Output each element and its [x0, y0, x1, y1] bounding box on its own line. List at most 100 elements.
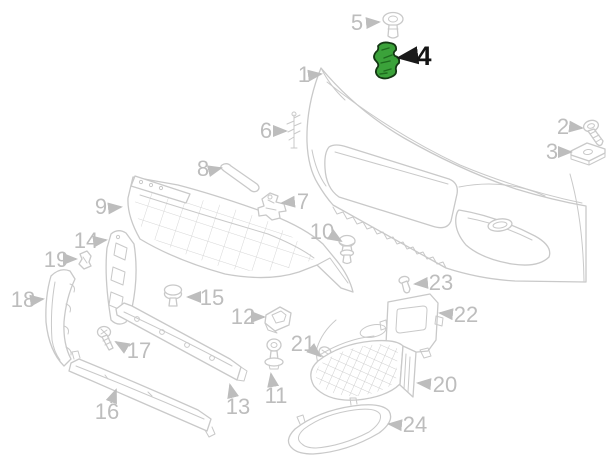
part-14-side-bracket[interactable] [105, 230, 137, 325]
tow-hook-cover [487, 218, 513, 232]
part-5-push-pin-clip[interactable] [382, 11, 404, 39]
part-7-sensor-bracket[interactable] [257, 192, 287, 221]
part-12-clip-plate[interactable] [264, 306, 292, 334]
callout-8-label[interactable]: 8 [197, 156, 209, 181]
part-2-screw[interactable] [582, 119, 604, 147]
callout-19-label[interactable]: 19 [44, 247, 68, 272]
arch-trim-inner [50, 281, 61, 361]
bracket-body [257, 192, 287, 221]
reinforcement-end-cap [236, 366, 248, 382]
valance-inner-line [75, 365, 205, 420]
callout-23-label[interactable]: 23 [429, 270, 453, 295]
part-10-bolt[interactable] [338, 234, 356, 265]
callout-14-label[interactable]: 14 [74, 228, 98, 253]
callout-13-label[interactable]: 13 [226, 394, 250, 419]
valance-tab-right [204, 426, 216, 438]
part-11-bolt[interactable] [264, 338, 284, 370]
callout-labels: 1 2 3 4 5 6 7 8 9 10 11 12 13 14 15 16 1… [11, 10, 569, 437]
part-6-clip[interactable] [286, 111, 302, 149]
callout-16-label[interactable]: 16 [95, 399, 119, 424]
flange-hole [138, 179, 144, 185]
bolt-head [338, 234, 356, 248]
callout-4-label-selected[interactable]: 4 [416, 41, 431, 71]
arrow-13 [227, 383, 239, 400]
bezel-tab [349, 397, 358, 406]
callout-15-label[interactable]: 15 [200, 285, 224, 310]
side-bracket-slot [113, 242, 128, 261]
callout-1-label[interactable]: 1 [298, 62, 310, 87]
part-1-bumper-cover[interactable] [306, 67, 587, 283]
grille-opening [324, 144, 458, 229]
callout-5-label[interactable]: 5 [351, 10, 363, 35]
valance-tab-left [71, 350, 81, 360]
arrow-11 [267, 372, 280, 388]
arrow-24 [387, 419, 403, 432]
pin-head [382, 11, 404, 27]
screw-head-inner [587, 123, 595, 129]
callout-3-label[interactable]: 3 [546, 139, 558, 164]
part-19-small-clip[interactable] [78, 250, 92, 270]
bracket-hole [267, 194, 273, 200]
callout-6-label[interactable]: 6 [260, 118, 272, 143]
pin-stem [168, 297, 178, 307]
arrow-9 [107, 202, 123, 215]
screw-shank [101, 334, 114, 351]
bolt-head-inner [270, 342, 278, 348]
callout-arrows [29, 17, 584, 432]
arrow-7 [280, 195, 296, 208]
callout-10-label[interactable]: 10 [310, 219, 334, 244]
arrow-4-selected [396, 46, 420, 65]
retainer-hole [583, 148, 593, 156]
highlighted-part-body [373, 41, 401, 80]
callout-18-label[interactable]: 18 [11, 287, 35, 312]
part-16-lower-valance[interactable] [68, 350, 216, 438]
clip-plate-body [264, 306, 292, 332]
part-9-undertray[interactable] [127, 175, 354, 293]
callout-24-label[interactable]: 24 [403, 412, 427, 437]
flange-hole [148, 182, 154, 188]
callout-2-label[interactable]: 2 [557, 114, 569, 139]
bolt-tip [268, 364, 280, 370]
part-15-push-pin[interactable] [163, 284, 183, 307]
part-24-fog-lamp-bezel[interactable] [287, 397, 392, 455]
callout-9-label[interactable]: 9 [95, 194, 107, 219]
clip-stem [290, 114, 298, 149]
part-3-retainer-clip[interactable] [570, 142, 606, 166]
part-4-selected-bracket-clip[interactable] [373, 41, 401, 80]
hood-crease-line [326, 81, 583, 204]
callout-12-label[interactable]: 12 [231, 304, 255, 329]
mesh-grille-mesh [315, 344, 398, 397]
undertray-inner-contour [139, 194, 349, 284]
part-20-fog-grille-mesh[interactable] [310, 335, 417, 401]
callout-17-label[interactable]: 17 [127, 338, 151, 363]
bezel-outer [287, 404, 392, 455]
clip-plate-inner [271, 310, 287, 324]
part-23-clip-pin[interactable] [398, 275, 411, 294]
arrow-2 [568, 120, 584, 133]
arrow-16 [105, 388, 117, 405]
arrow-21 [306, 342, 322, 358]
lower-grille-serration [332, 206, 447, 269]
callout-11-label[interactable]: 11 [265, 383, 288, 408]
screw-threads [589, 130, 602, 143]
callout-21-label[interactable]: 21 [291, 331, 315, 356]
pin-stem [387, 24, 399, 39]
arrow-8 [206, 165, 223, 177]
part-13-lower-reinforcement[interactable] [115, 302, 248, 382]
bracket-window [395, 305, 428, 334]
reinforcement-hole [184, 342, 190, 348]
part-17-screw[interactable] [96, 325, 114, 351]
arrow-1 [307, 69, 323, 82]
arrow-23 [413, 276, 429, 289]
arrow-22 [438, 308, 454, 321]
callout-20-label[interactable]: 20 [433, 372, 457, 397]
arch-trim-scallops [63, 283, 75, 356]
headlamp-sliver-line [458, 183, 546, 197]
part-18-arch-trim[interactable] [45, 269, 76, 367]
callout-7-label[interactable]: 7 [297, 189, 309, 214]
callout-22-label[interactable]: 22 [454, 302, 478, 327]
part-8-stay-rod[interactable] [220, 163, 260, 193]
tow-hook-cover-inner [492, 221, 508, 229]
clip-plate-flap [264, 322, 278, 334]
